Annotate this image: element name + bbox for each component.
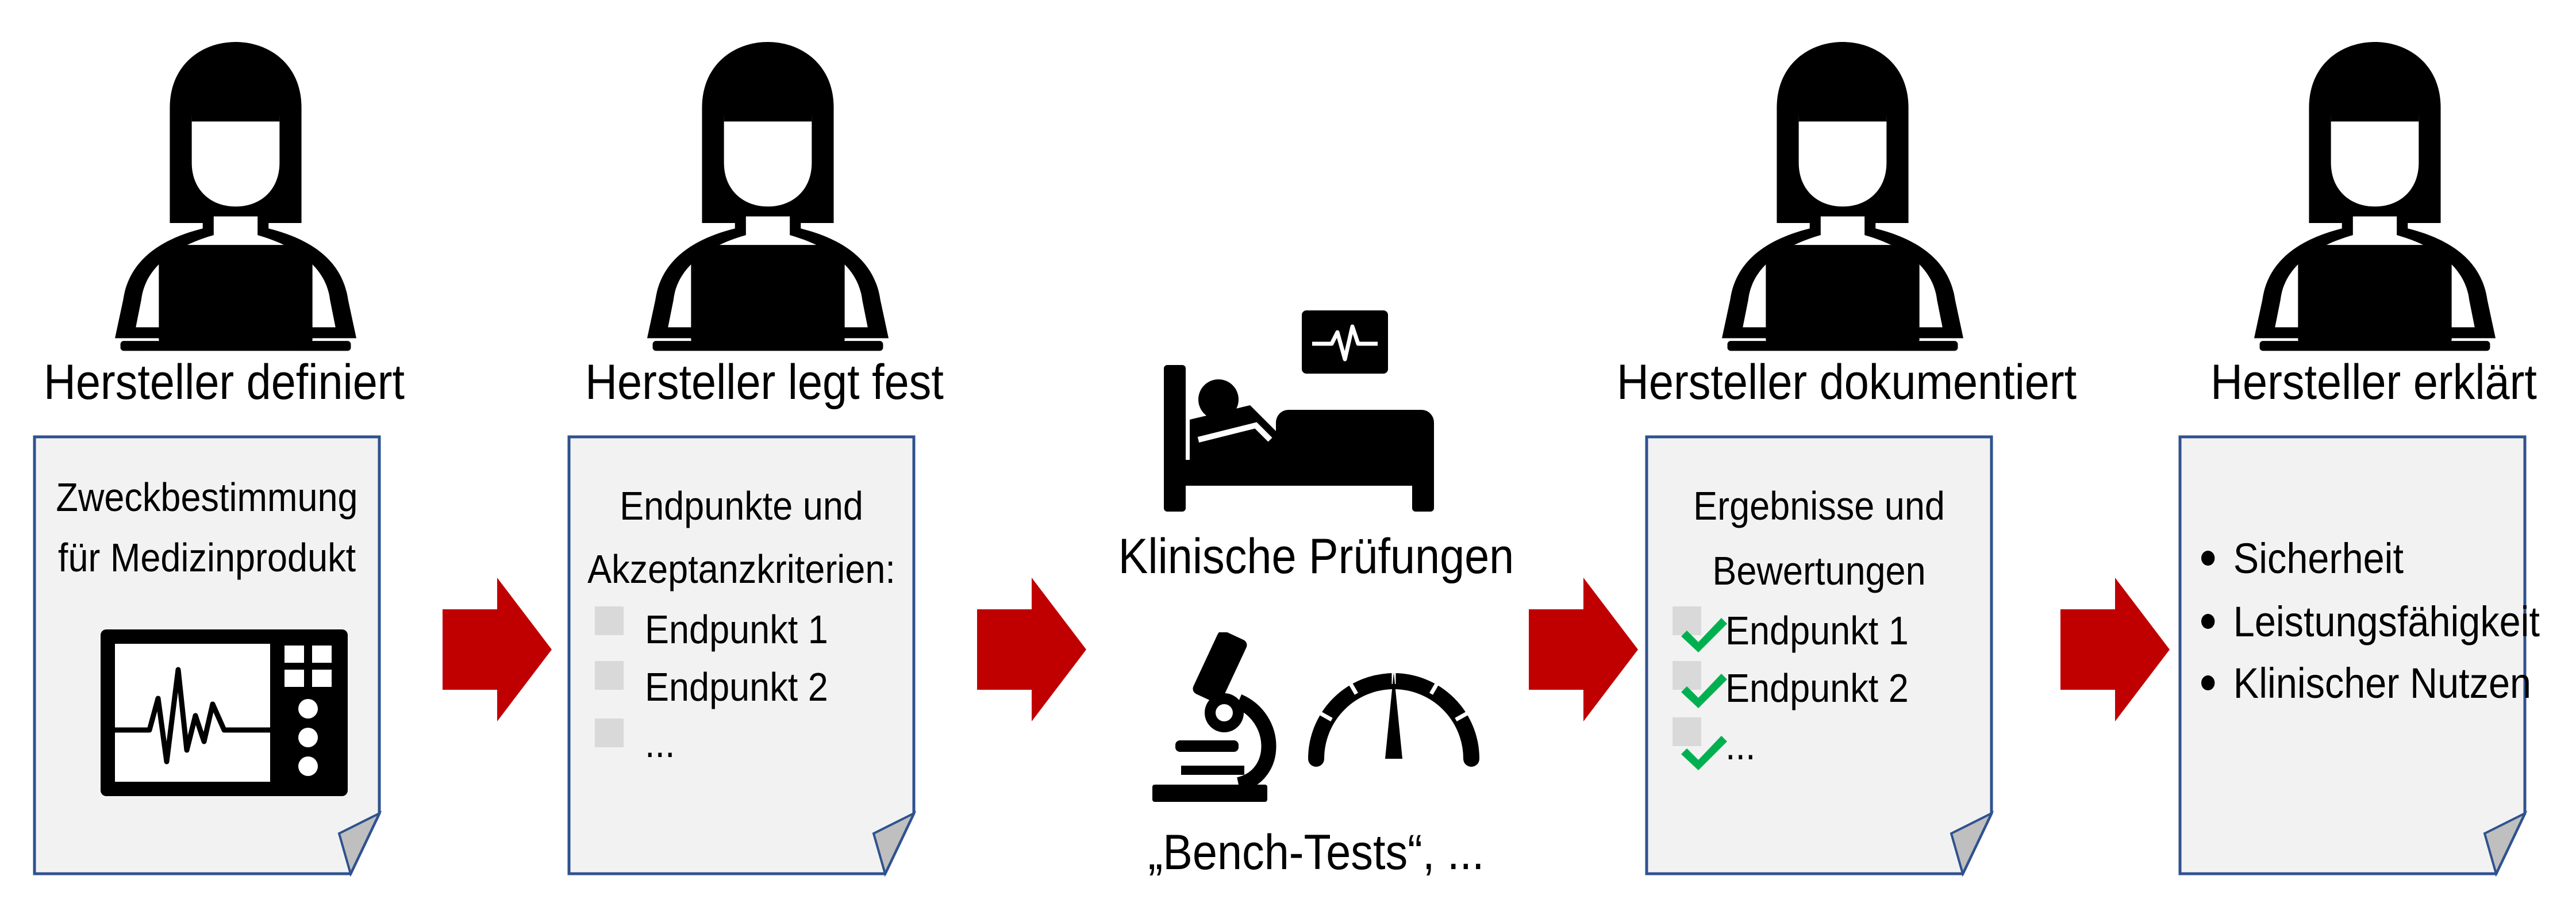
heading-step-4: Hersteller dokumentiert — [1617, 355, 2077, 410]
vital-monitor-icon — [1302, 310, 1388, 374]
ecg-monitor-icon — [101, 629, 348, 796]
checkbox-icon — [1673, 661, 1701, 690]
microscope-icon — [1152, 632, 1277, 802]
bullet-item: Leistungsfähigkeit — [2201, 601, 2540, 643]
checkmark-icon — [1681, 674, 1727, 708]
item-endpoint-2: Endpunkt 2 — [1725, 666, 1909, 710]
bullet-safety: Sicherheit — [2233, 535, 2404, 582]
bullet-dot — [2201, 614, 2215, 629]
doc-line-1: Zweckbestimmung — [56, 475, 358, 520]
arrow-right-icon — [1529, 578, 1638, 721]
bullet-item: Klinischer Nutzen — [2201, 662, 2531, 705]
document-step-5 — [2177, 434, 2528, 877]
bullet-performance: Leistungsfähigkeit — [2233, 598, 2540, 646]
doc-line-2: für Medizinprodukt — [57, 535, 356, 580]
heading-step-1: Hersteller definiert — [43, 355, 405, 410]
arrow-right-icon — [443, 578, 552, 721]
person-laptop-icon — [2254, 41, 2496, 351]
arrow-right-icon — [977, 578, 1086, 721]
bullet-dot — [2201, 675, 2215, 691]
checkmark-icon — [1681, 618, 1727, 652]
heading-step-2: Hersteller legt fest — [585, 355, 944, 410]
title-clinical-trials: Klinische Prüfungen — [1118, 529, 1514, 584]
item-more: ... — [645, 721, 675, 766]
doc-line-2: Bewertungen — [1712, 548, 1926, 593]
arrow-right-icon — [2060, 578, 2170, 721]
person-laptop-icon — [1722, 41, 1963, 351]
checkbox-icon — [1673, 717, 1701, 746]
checkmark-icon — [1681, 736, 1727, 770]
person-laptop-icon — [115, 41, 356, 351]
gauge-icon — [1308, 667, 1479, 767]
doc-line-1: Ergebnisse und — [1693, 483, 1945, 528]
checkbox-icon — [595, 719, 624, 747]
bullet-item: Sicherheit — [2201, 537, 2404, 580]
bullet-dot — [2201, 551, 2215, 566]
item-endpoint-1: Endpunkt 1 — [1725, 608, 1909, 653]
doc-line-2: Akzeptanzkriterien: — [587, 547, 895, 591]
checkbox-icon — [595, 606, 624, 635]
item-endpoint-2: Endpunkt 2 — [645, 664, 828, 709]
item-more: ... — [1725, 723, 1756, 768]
checkbox-icon — [1673, 606, 1701, 635]
heading-step-5: Hersteller erklärt — [2210, 355, 2537, 410]
checkbox-icon — [595, 661, 624, 690]
title-bench-tests: „Bench-Tests“, ... — [1148, 825, 1485, 880]
doc-line-1: Endpunkte und — [620, 483, 863, 528]
bullet-clinical-benefit: Klinischer Nutzen — [2233, 659, 2532, 707]
item-endpoint-1: Endpunkt 1 — [645, 607, 828, 652]
hospital-bed-icon — [1164, 365, 1434, 512]
person-laptop-icon — [647, 41, 889, 351]
